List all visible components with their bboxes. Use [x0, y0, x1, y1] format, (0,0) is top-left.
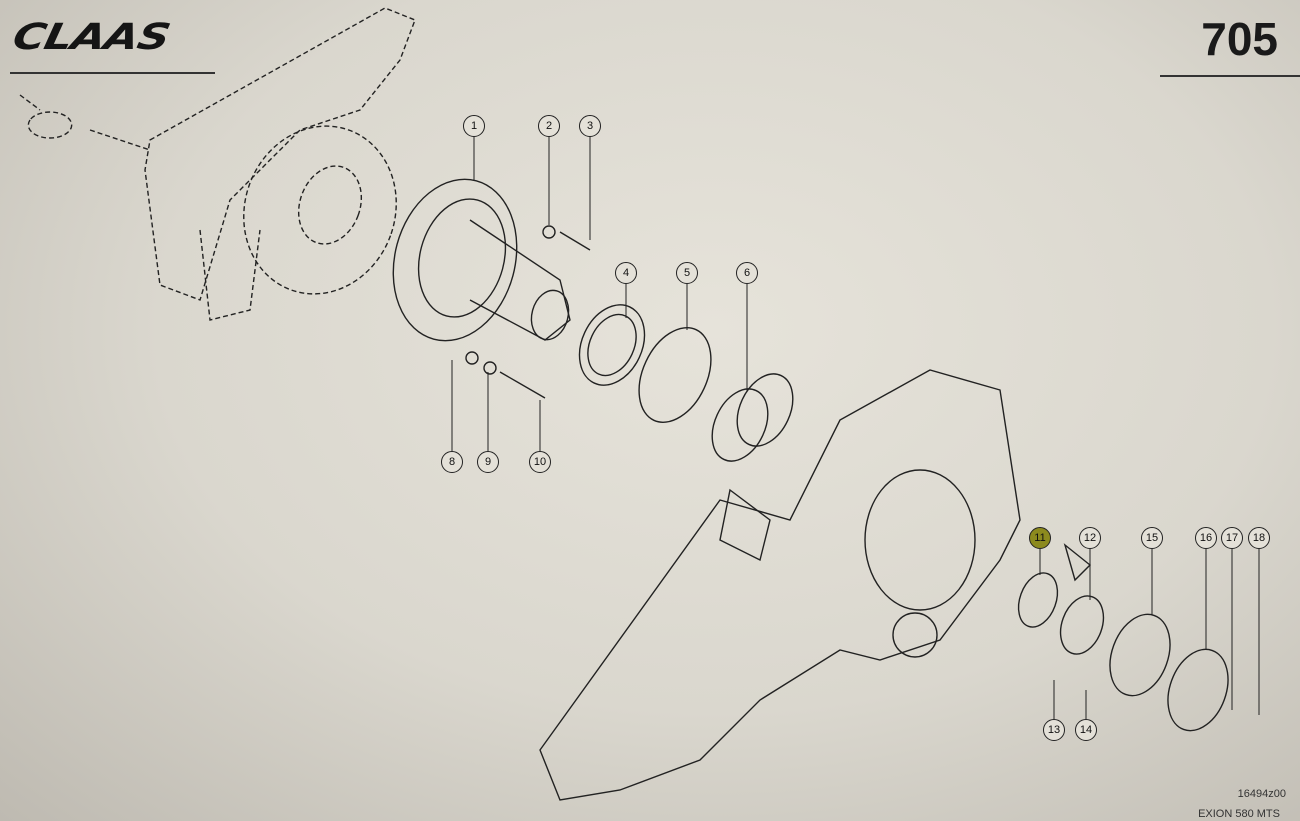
axle-housing-frame [539, 369, 1021, 801]
callout-11-highlighted[interactable]: 11 [1029, 527, 1051, 549]
page-number-divider [1160, 75, 1300, 77]
header-divider [10, 72, 215, 74]
callout-5[interactable]: 5 [676, 262, 698, 284]
callout-10[interactable]: 10 [529, 451, 551, 473]
callout-14[interactable]: 14 [1075, 719, 1097, 741]
callout-8[interactable]: 8 [441, 451, 463, 473]
callout-18[interactable]: 18 [1248, 527, 1270, 549]
mounting-bracket [19, 7, 416, 321]
callout-9[interactable]: 9 [477, 451, 499, 473]
callout-16[interactable]: 16 [1195, 527, 1217, 549]
leader-lines [451, 137, 1260, 719]
callout-15[interactable]: 15 [1141, 527, 1163, 549]
callout-3[interactable]: 3 [579, 115, 601, 137]
callout-4[interactable]: 4 [615, 262, 637, 284]
callout-6[interactable]: 6 [736, 262, 758, 284]
callout-12[interactable]: 12 [1079, 527, 1101, 549]
callout-1[interactable]: 1 [463, 115, 485, 137]
bolts [465, 225, 591, 399]
page-number: 705 [1201, 13, 1278, 65]
drawing-reference: 16494z00 [1237, 788, 1286, 800]
seal-rings [578, 304, 794, 462]
callout-2[interactable]: 2 [538, 115, 560, 137]
machine-model: EXION 580 MTS [1198, 808, 1280, 820]
stub-axle-flange [392, 178, 571, 342]
callout-17[interactable]: 17 [1221, 527, 1243, 549]
callout-13[interactable]: 13 [1043, 719, 1065, 741]
hub-cover-parts [1017, 543, 1229, 732]
